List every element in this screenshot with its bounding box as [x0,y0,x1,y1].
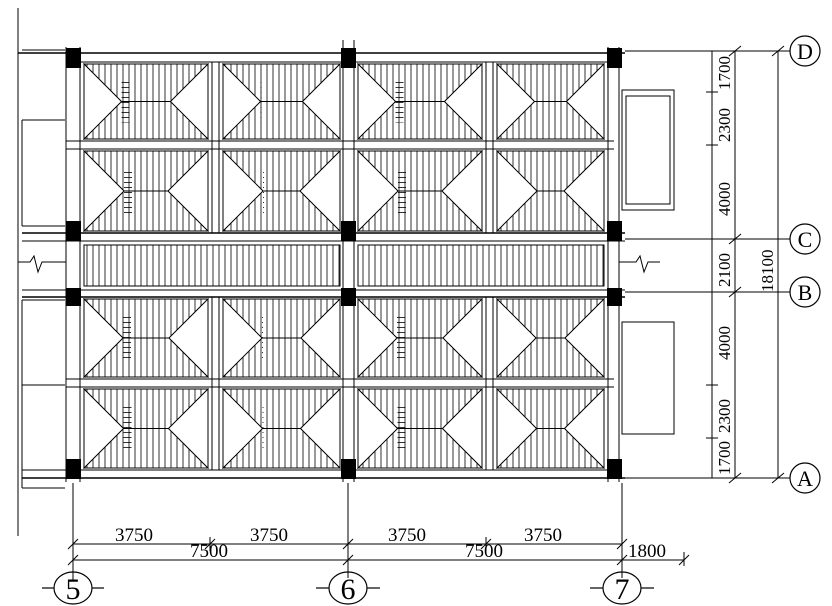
slab-panel-outline [357,63,483,140]
dim-3750-3: 3750 [388,525,426,546]
column-6-b [341,288,356,306]
beam-lines [18,40,660,482]
slab-panel-outline [83,150,209,232]
slab-panel-outline [83,388,209,469]
slab-center-hatch [124,168,132,214]
axis-bubble-6 [328,571,368,605]
dim-v-4000-bottom: 4000 [715,326,734,360]
slab-center-hatch [123,406,132,451]
slab-center-hatch [395,80,404,123]
dim-3750-1: 3750 [115,525,153,546]
dim-v-1700-top: 1700 [715,56,734,90]
column-6-c [341,221,356,241]
axis-bubble-5 [53,571,93,605]
slab-panel-outline [496,63,605,140]
axis-label-5: 5 [66,573,81,606]
dim-7500-1: 7500 [190,541,228,562]
slab-center-hatch [262,406,264,451]
slab-panel-outline [83,63,209,140]
axis-label-b: B [798,280,813,305]
axis-label-6: 6 [341,573,356,606]
column-5-b [66,288,81,306]
axis-label-d: D [797,39,813,64]
axis-label-7: 7 [615,573,630,606]
slab-panel-outline [357,150,483,232]
slab-panel-outline [496,150,605,232]
corridor-slab [83,244,605,287]
slab-panel-outline [496,298,605,378]
left-partial-structure [17,8,65,536]
dim-3750-2: 3750 [250,525,288,546]
slab-panel-outline [357,388,483,469]
slab-panel-outline [222,388,341,469]
slab-center-hatch [121,80,130,123]
slab-load-panels [82,62,606,470]
axis-bubble-a [789,462,821,494]
right-balcony [621,89,675,435]
slab-panel-outline [357,298,483,378]
axis-bubble-c [789,223,821,255]
slab-center-hatch [123,316,131,360]
columns [66,48,622,479]
column-axis-labels: 5 6 7 [66,573,630,606]
dim-v-1700-bottom: 1700 [715,441,734,475]
slab-center-hatch [397,406,406,451]
slab-panel-outline [222,298,341,378]
column-5-c [66,221,81,241]
slab-panel-outline [496,388,605,469]
slab-panel-outline [222,63,341,140]
axis-bubble-b [789,276,821,308]
slab-center-hatch [260,80,262,123]
row-axis-labels: D C B A [797,39,813,491]
slab-panel-outline [83,298,209,378]
axis-bubble-7 [602,571,642,605]
dim-7500-2: 7500 [465,541,503,562]
column-5-a [66,459,81,479]
column-6-d [341,48,356,68]
slab-center-hatch [398,168,406,214]
dim-v-2100: 2100 [715,253,734,287]
axis-label-a: A [797,466,813,491]
dim-1800: 1800 [628,541,666,562]
dim-v-2300-bottom: 2300 [715,399,734,433]
row-axis-bubbles [789,35,821,494]
slab-center-hatch [263,168,264,214]
slab-panel-outline [222,150,341,232]
bottom-dimensions [67,483,690,580]
column-7-b [607,288,622,306]
bottom-dimension-texts: 3750 3750 3750 3750 7500 7500 1800 [115,525,666,562]
dim-v-18100-total: 18100 [758,250,777,293]
right-dimensions [625,45,790,484]
slab-center-hatch [397,316,405,360]
column-axis-bubbles [42,571,654,605]
dim-v-2300-top: 2300 [715,108,734,142]
right-dimension-texts: 1700 2300 4000 2100 4000 2300 1700 18100 [715,56,777,475]
column-7-a [607,459,622,479]
dim-v-4000-top: 4000 [715,182,734,216]
slab-center-hatch [262,316,263,360]
column-7-d [607,48,622,68]
column-7-c [607,221,622,241]
dim-3750-4: 3750 [524,525,562,546]
axis-label-c: C [798,227,813,252]
column-6-a [341,459,356,479]
column-5-d [66,48,81,68]
axis-bubble-d [789,35,821,67]
